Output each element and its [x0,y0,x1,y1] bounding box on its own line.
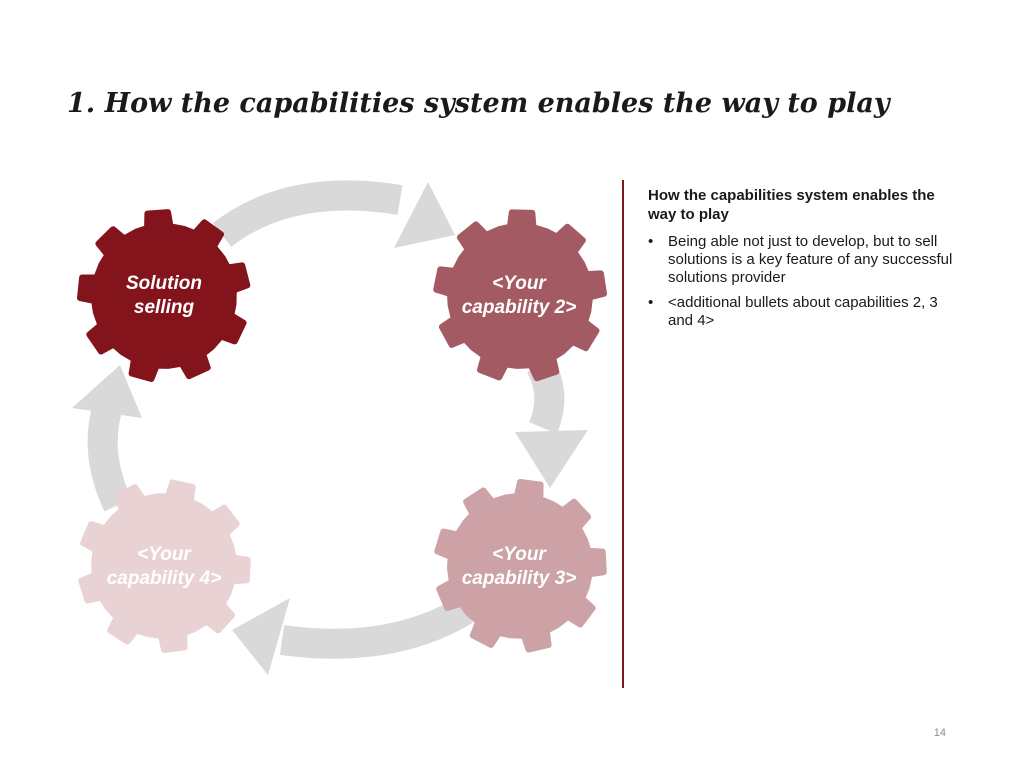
bullet-text: <additional bullets about capabilities 2… [668,294,938,329]
gear-2-line1: <Your [492,273,546,294]
gear-3-line1: <Your [492,544,546,565]
bullet-dot-icon: • [648,294,654,311]
cycle-arrow-1 [212,180,403,248]
gear-1-icon [77,209,251,382]
bullet-item: • <additional bullets about capabilities… [648,294,953,330]
explanation-panel: How the capabilities system enables the … [648,186,953,337]
cycle-arrow-head-2 [515,430,588,488]
gear-label-2: <Your capability 2> [434,272,604,320]
cycle-arrow-3 [279,597,473,659]
capabilities-cycle-diagram: Solution selling <Your capability 2> <Yo… [0,160,620,700]
vertical-divider [622,180,624,688]
gear-4-line2: capability 4> [106,568,222,589]
gear-4-icon [78,479,251,653]
panel-heading: How the capabilities system enables the … [648,187,935,223]
cycle-arrow-head-1 [394,182,455,248]
bullet-dot-icon: • [648,233,654,250]
gear-1-line2: selling [133,297,195,318]
gear-3-icon [434,479,607,653]
bullet-text: Being able not just to develop, but to s… [668,233,953,286]
gear-4-line1: <Your [137,544,191,565]
cycle-arrow-4 [87,394,132,512]
gears [77,209,607,653]
slide-title: 1. How the capabilities system enables t… [67,88,890,119]
gear-label-1: Solution selling [79,272,249,320]
gear-2-icon [433,209,607,382]
gear-label-3: <Your capability 3> [434,543,604,591]
gear-1-line1: Solution [126,273,202,294]
cycle-arrow-head-3 [232,598,290,675]
gear-3-line2: capability 3> [461,568,577,589]
cycle-arrow-head-4 [72,365,142,418]
bullet-list: • Being able not just to develop, but to… [648,233,953,330]
gear-2-line2: capability 2> [461,297,577,318]
page-number: 14 [933,727,946,739]
bullet-item: • Being able not just to develop, but to… [648,233,953,287]
gear-label-4: <Your capability 4> [79,543,249,591]
diagram-canvas [72,180,607,675]
